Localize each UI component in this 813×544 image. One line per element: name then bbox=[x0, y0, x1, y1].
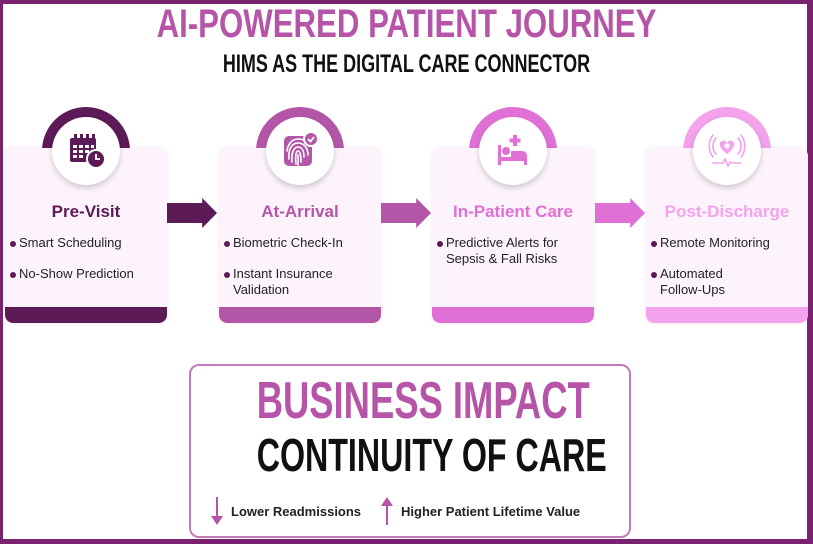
flow-arrow-right-icon bbox=[167, 198, 217, 228]
stage-title: In-Patient Care bbox=[453, 202, 573, 221]
impact-label: Higher Patient Lifetime Value bbox=[401, 503, 581, 519]
page-title: AI-POWERED PATIENT JOURNEY bbox=[156, 2, 657, 46]
stage-title: At-Arrival bbox=[261, 202, 339, 221]
stage-card-bar bbox=[5, 307, 167, 323]
impact-title: BUSINESS IMPACT bbox=[256, 372, 590, 430]
stage-at-arrival: At-Arrival Biometric Check-In Instant In… bbox=[219, 107, 381, 323]
icon-badge bbox=[266, 117, 334, 185]
stage-bullets: Remote Monitoring Automated Follow-Ups bbox=[650, 235, 806, 298]
hospital-bed-icon bbox=[498, 135, 527, 165]
stage-bullets: Predictive Alerts for Sepsis & Fall Risk… bbox=[436, 235, 592, 267]
impact-item-readmissions: Lower Readmissions bbox=[211, 496, 361, 526]
bullet-item: Automated Follow-Ups bbox=[650, 266, 750, 298]
fingerprint-check-icon bbox=[284, 131, 319, 166]
stage-pre-visit: Pre-Visit Smart Scheduling No-Show Predi… bbox=[5, 107, 167, 323]
impact-metrics: Lower Readmissions Higher Patient Lifeti… bbox=[211, 496, 621, 526]
icon-badge bbox=[52, 117, 120, 185]
icon-badge bbox=[479, 117, 547, 185]
impact-label: Lower Readmissions bbox=[231, 503, 362, 519]
bullet-item: Remote Monitoring bbox=[650, 235, 806, 251]
page-subtitle: HIMS AS THE DIGITAL CARE CONNECTOR bbox=[222, 50, 591, 78]
stage-card-bar bbox=[646, 307, 808, 323]
calendar-clock-icon bbox=[70, 134, 106, 169]
arrow-up-icon bbox=[381, 497, 393, 525]
stage-card-bar bbox=[432, 307, 594, 323]
flow-arrow-right-icon bbox=[595, 198, 645, 228]
stage-card bbox=[646, 148, 808, 323]
business-impact-box: BUSINESS IMPACT CONTINUITY OF CARE Lower… bbox=[189, 364, 631, 538]
stage-title: Pre-Visit bbox=[51, 202, 121, 221]
remote-heart-monitor-icon bbox=[708, 134, 746, 168]
bullet-item: Smart Scheduling bbox=[9, 235, 165, 251]
impact-item-lifetime-value: Higher Patient Lifetime Value bbox=[381, 496, 580, 526]
arrow-down-icon bbox=[211, 497, 223, 525]
bullet-item: Instant Insurance Validation bbox=[223, 266, 343, 298]
stage-title: Post-Discharge bbox=[664, 202, 790, 221]
bullet-item: No-Show Prediction bbox=[9, 266, 165, 282]
stage-in-patient-care: In-Patient Care Predictive Alerts for Se… bbox=[432, 107, 594, 323]
bullet-item: Predictive Alerts for Sepsis & Fall Risk… bbox=[436, 235, 576, 267]
flow-arrow-right-icon bbox=[381, 198, 431, 228]
stage-bullets: Smart Scheduling No-Show Prediction bbox=[9, 235, 165, 282]
stage-post-discharge: Post-Discharge Remote Monitoring Automat… bbox=[646, 107, 808, 323]
impact-subtitle: CONTINUITY OF CARE bbox=[256, 429, 607, 481]
icon-badge bbox=[693, 117, 761, 185]
stage-card-bar bbox=[219, 307, 381, 323]
stage-bullets: Biometric Check-In Instant Insurance Val… bbox=[223, 235, 379, 298]
bullet-item: Biometric Check-In bbox=[223, 235, 379, 251]
